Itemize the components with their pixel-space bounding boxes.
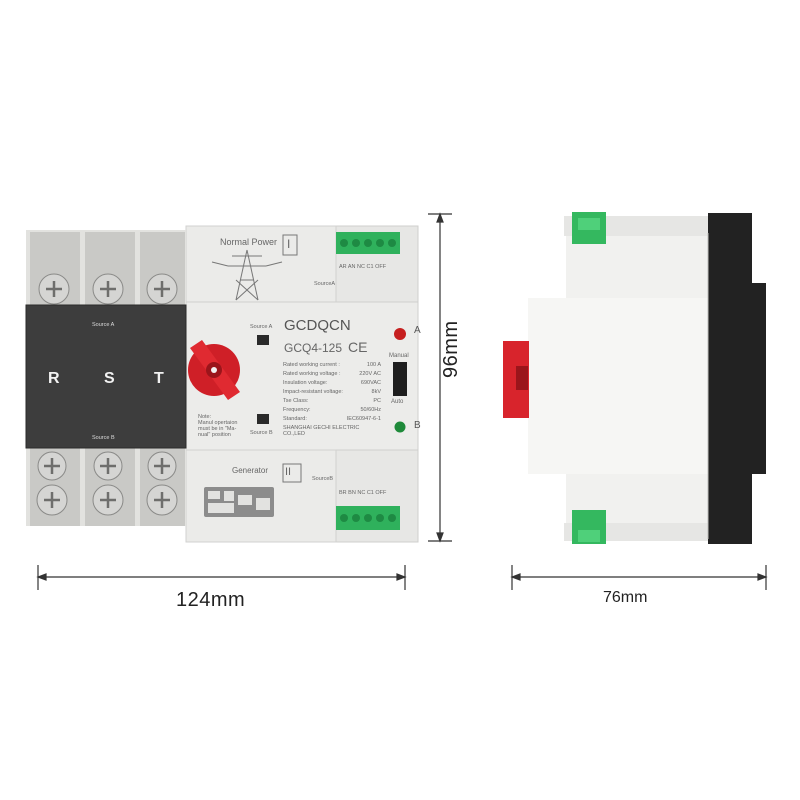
cover-source-b: Source B <box>92 435 115 441</box>
spec-row: Standard: IEC60947-6-1 <box>283 416 381 425</box>
indicator-a-label: A <box>414 325 421 336</box>
terminal-label: AN <box>347 264 356 270</box>
spec-value: 50/60Hz <box>360 407 382 413</box>
window-b-label: Source B <box>250 430 273 436</box>
window-a-label: Source A <box>250 324 273 330</box>
bottom-screws <box>36 451 178 516</box>
top-screws <box>38 273 178 305</box>
source-a-tag: SourceA <box>314 281 336 287</box>
phase-r: R <box>48 370 60 387</box>
dimension-lines <box>36 212 768 590</box>
spec-row: Insulation voltage: 690VAC <box>283 380 381 389</box>
spec-row: Rated working voltage : 220V AC <box>283 371 381 380</box>
spec-label: Rated working voltage : <box>283 371 341 377</box>
terminal-label: BN <box>348 490 356 496</box>
terminal-label: C1 <box>366 490 374 496</box>
model-number: GCQ4-125 <box>284 341 343 355</box>
phase-s: S <box>104 370 115 387</box>
source-b-tag: SourceB <box>312 476 334 482</box>
width-dimension-label: 124mm <box>176 589 246 611</box>
terminal-label: OFF <box>375 264 387 270</box>
spec-label: Impact-resistant voltage: <box>283 389 343 395</box>
phase-t: T <box>154 370 164 387</box>
spec-table: Rated working current : 100 A Rated work… <box>283 362 381 437</box>
spec-value: PC <box>373 398 381 404</box>
brand-name: GCDQCN <box>284 317 351 334</box>
led-a <box>394 328 406 340</box>
spec-value: IEC60947-6-1 <box>346 416 381 422</box>
terminal-label: AR <box>339 264 347 270</box>
spec-value: 690VAC <box>360 380 381 386</box>
spec-label: Insulation voltage: <box>283 380 328 386</box>
terminal-label: OFF <box>375 490 387 496</box>
manual-note: Note: Manul opertaion must be in "Ma- nu… <box>198 414 238 438</box>
top-green-terminals <box>336 232 400 254</box>
terminal-label: NC <box>357 490 366 496</box>
spec-label: Rated working current : <box>283 362 340 368</box>
generator-label: Generator <box>232 466 269 475</box>
bottom-terminal-labels: BR BN NC C1 OFF <box>339 490 386 496</box>
power-tower-icon <box>211 249 283 301</box>
spec-value: 220V AC <box>359 371 381 377</box>
maker-line: SHANGHAI GECHI ELECTRIC CO.,LED <box>283 425 360 437</box>
auto-label: Auto <box>391 399 404 405</box>
manual-label: Manual <box>389 353 409 359</box>
terminal-label: BR <box>339 490 347 496</box>
depth-dimension-label: 76mm <box>603 589 648 606</box>
generator-icon <box>204 487 274 517</box>
red-handle <box>188 340 240 400</box>
spec-row: Frequency: 50/60Hz <box>283 407 381 416</box>
spec-row: Rated working current : 100 A <box>283 362 381 371</box>
height-dimension-label: 96mm <box>440 320 462 378</box>
led-b <box>394 421 406 433</box>
roman-two-label: II <box>285 466 292 478</box>
terminal-label: C1 <box>366 264 374 270</box>
black-cover <box>26 305 186 448</box>
bottom-green-terminals <box>336 506 400 530</box>
cover-source-a: Source A <box>92 322 115 328</box>
spec-value: 100 A <box>366 362 381 368</box>
ce-mark: CE <box>348 339 368 355</box>
spec-label: Tse Class: <box>283 398 309 404</box>
side-view-drawing <box>503 212 766 544</box>
spec-value: 8kV <box>371 389 381 395</box>
spec-row: Tse Class: PC <box>283 398 381 407</box>
source-a-window <box>257 335 269 345</box>
mode-switch <box>393 362 407 396</box>
source-b-window <box>257 414 269 424</box>
indicator-b-label: B <box>414 420 421 431</box>
top-terminal-labels: AR AN NC C1 OFF <box>339 264 386 270</box>
spec-label: Frequency: <box>283 407 311 413</box>
spec-row: Impact-resistant voltage: 8kV <box>283 389 381 398</box>
normal-power-label: Normal Power <box>220 237 278 247</box>
roman-one-label: I <box>287 237 291 251</box>
terminal-label: NC <box>357 264 365 270</box>
spec-label: Standard: <box>283 416 307 422</box>
